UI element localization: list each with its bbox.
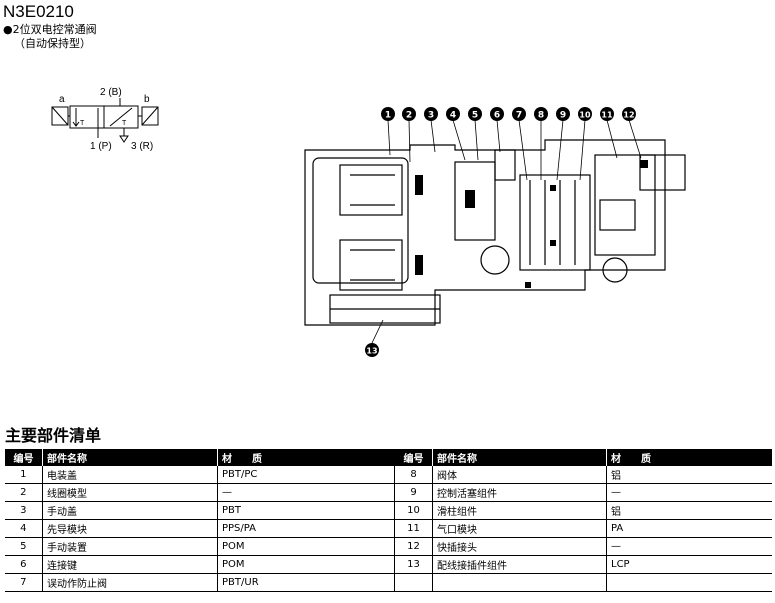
part-material: — [606, 537, 772, 556]
part-no: 10 [394, 501, 433, 520]
part-name: 连接键 [42, 555, 218, 574]
part-no: 6 [4, 555, 43, 574]
part-no: 1 [4, 466, 43, 484]
part-material: 铝 [606, 501, 772, 520]
part-name [432, 573, 607, 592]
part-name: 阀体 [432, 466, 607, 484]
part-name: 误动作防止阀 [42, 573, 218, 592]
valve-symbol: a b 2 (B) 1 (P) 3 (R) T T [51, 87, 159, 152]
header-material: 材 质 [606, 449, 772, 466]
part-name: 配线接插件组件 [432, 555, 607, 574]
part-material: PPS/PA [217, 519, 395, 538]
callout-3: 3 [428, 111, 434, 121]
callout-6: 6 [494, 111, 500, 121]
part-name: 控制活塞组件 [432, 483, 607, 502]
table-row: 6 连接键 POM 13 配线接插件组件 LCP [4, 555, 772, 574]
parts-list-title: 主要部件清单 [5, 426, 102, 445]
part-name: 手动盖 [42, 501, 218, 520]
svg-text:T: T [122, 120, 127, 127]
valve-type-label: ●2位双电控常通阀 [3, 23, 97, 36]
part-no [394, 573, 433, 592]
header-no: 编号 [4, 449, 43, 466]
callout-11: 11 [601, 111, 613, 120]
part-no: 2 [4, 483, 43, 502]
part-material [606, 573, 772, 592]
part-material: PBT [217, 501, 395, 520]
callout-4: 4 [450, 111, 456, 121]
symbol-label-b: b [144, 94, 150, 105]
svg-text:T: T [80, 120, 85, 127]
parts-table-header: 编号 部件名称 材 质 编号 部件名称 材 质 [4, 449, 772, 466]
part-no: 9 [394, 483, 433, 502]
valve-subtype-label: （自动保持型） [14, 37, 91, 50]
part-name: 线圈模型 [42, 483, 218, 502]
part-material: 铝 [606, 466, 772, 484]
table-row: 3 手动盖 PBT 10 滑柱组件 铝 [4, 501, 772, 520]
table-row: 5 手动装置 POM 12 快插接头 — [4, 537, 772, 556]
part-material: PA [606, 519, 772, 538]
part-material: POM [217, 555, 395, 574]
symbol-label-a: a [59, 94, 65, 105]
header-no: 编号 [394, 449, 433, 466]
valve-cross-section: 1 2 3 4 5 6 7 8 9 10 11 12 13 [304, 107, 686, 357]
part-no: 8 [394, 466, 433, 484]
part-material: LCP [606, 555, 772, 574]
part-material: PBT/PC [217, 466, 395, 484]
part-material: — [606, 483, 772, 502]
part-name: 气口模块 [432, 519, 607, 538]
header-name: 部件名称 [432, 449, 607, 466]
part-name: 快插接头 [432, 537, 607, 556]
model-number: N3E0210 [3, 2, 74, 21]
part-no: 12 [394, 537, 433, 556]
table-row: 1 电装盖 PBT/PC 8 阀体 铝 [4, 466, 772, 484]
parts-table: 编号 部件名称 材 质 编号 部件名称 材 质 1 电装盖 PBT/PC 8 阀… [4, 449, 772, 592]
symbol-port-r: 3 (R) [131, 141, 153, 152]
callout-9: 9 [560, 111, 566, 121]
callout-12: 12 [623, 111, 634, 120]
callout-7: 7 [516, 111, 522, 121]
callout-1: 1 [385, 111, 391, 121]
symbol-port-p: 1 (P) [90, 141, 112, 152]
callout-5: 5 [472, 111, 478, 121]
symbol-port-b: 2 (B) [100, 87, 122, 98]
callout-10: 10 [579, 111, 591, 120]
part-name: 手动装置 [42, 537, 218, 556]
header-name: 部件名称 [42, 449, 218, 466]
part-name: 滑柱组件 [432, 501, 607, 520]
callout-8: 8 [538, 111, 544, 121]
part-material: POM [217, 537, 395, 556]
part-material: PBT/UR [217, 573, 395, 592]
part-name: 先导模块 [42, 519, 218, 538]
callout-2: 2 [406, 111, 412, 121]
part-material: — [217, 483, 395, 502]
callout-13: 13 [366, 347, 377, 356]
part-no: 13 [394, 555, 433, 574]
part-no: 5 [4, 537, 43, 556]
part-name: 电装盖 [42, 466, 218, 484]
part-no: 7 [4, 573, 43, 592]
part-no: 11 [394, 519, 433, 538]
part-no: 3 [4, 501, 43, 520]
table-row: 4 先导模块 PPS/PA 11 气口模块 PA [4, 519, 772, 538]
table-row: 2 线圈模型 — 9 控制活塞组件 — [4, 483, 772, 502]
part-no: 4 [4, 519, 43, 538]
header-material: 材 质 [217, 449, 395, 466]
table-row: 7 误动作防止阀 PBT/UR [4, 573, 772, 592]
